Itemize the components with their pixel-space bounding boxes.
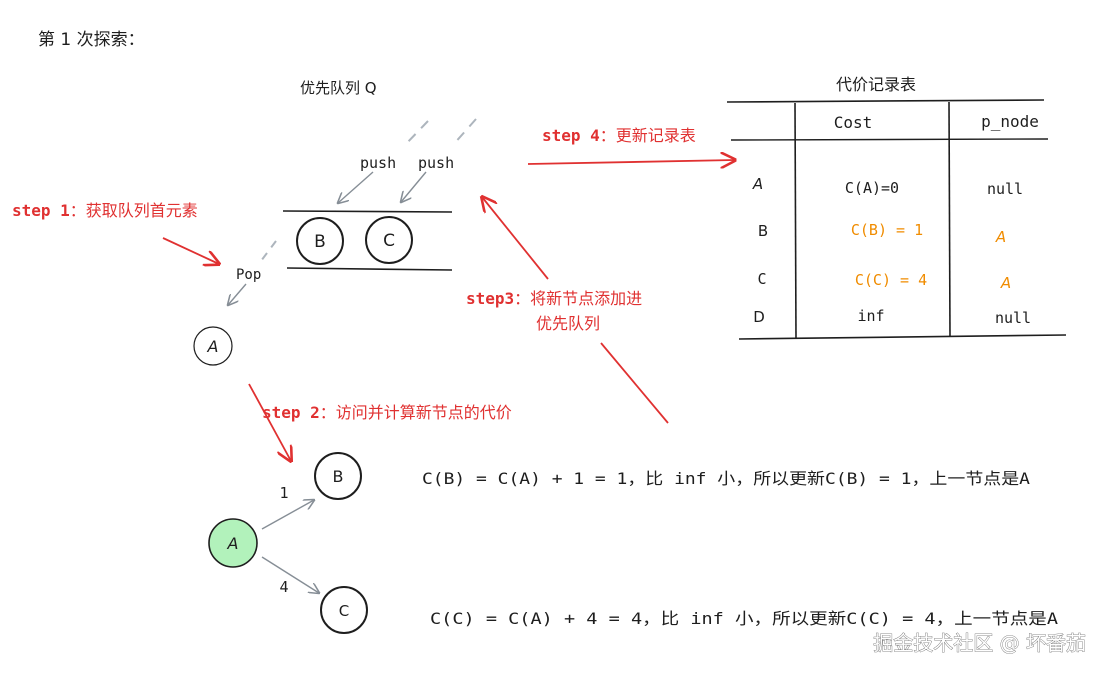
edge-a-c xyxy=(261,556,319,593)
queue-node-b-label: B xyxy=(314,232,326,252)
step2-arrow xyxy=(248,383,291,461)
edge-a-c-weight: 4 xyxy=(279,578,288,596)
queue-top-rail xyxy=(282,210,453,213)
popped-node-a xyxy=(193,326,233,366)
queue-node-b xyxy=(296,217,344,265)
table-row-c-node: C xyxy=(757,270,766,288)
table-bottom-rule xyxy=(738,334,1067,340)
table-row-d-node: D xyxy=(753,308,765,326)
equation-c: C(C) = C(A) + 4 = 4，比 inf 小，所以更新C(C) = 4… xyxy=(430,609,1058,628)
graph-node-c xyxy=(320,586,368,634)
table-row-c-pnode: A xyxy=(1000,274,1011,292)
table-row-b-node: B xyxy=(758,222,768,240)
step3-tag: step3 xyxy=(466,289,514,308)
graph-node-b-label: B xyxy=(333,467,344,486)
equation-b: C(B) = C(A) + 1 = 1，比 inf 小，所以更新C(B) = 1… xyxy=(422,469,1030,488)
push-line-2-dashed xyxy=(452,118,477,146)
table-col-divider-1 xyxy=(794,102,797,340)
table-header-pnode: p_node xyxy=(981,112,1039,131)
table-row-b-pnode: A xyxy=(995,228,1006,246)
edge-a-b-weight: 1 xyxy=(279,484,288,502)
table-header-cost: Cost xyxy=(834,113,873,132)
table-row-b-cost: C(B) = 1 xyxy=(851,221,923,239)
step1-text: ：获取队列首元素 xyxy=(70,201,198,220)
push-label-1: push xyxy=(360,154,396,172)
popped-node-a-label: A xyxy=(207,337,219,356)
step1-tag: step 1 xyxy=(12,201,70,220)
step2-text: ：访问并计算新节点的代价 xyxy=(320,403,512,422)
push-arrow-1 xyxy=(338,171,374,203)
table-row-d-pnode: null xyxy=(995,309,1031,327)
step3-annotation-line1: step3：将新节点添加进 xyxy=(466,289,642,308)
table-title: 代价记录表 xyxy=(836,75,916,94)
pop-label: Pop xyxy=(236,267,261,283)
step4-arrow xyxy=(527,160,735,164)
queue-label: 优先队列 Q xyxy=(300,79,377,97)
table-row-d-cost: inf xyxy=(857,307,884,325)
graph-node-a xyxy=(208,518,258,568)
table-row-c-cost: C(C) = 4 xyxy=(855,271,927,289)
page-heading: 第 1 次探索： xyxy=(38,30,145,50)
step3-tail-line xyxy=(600,342,669,424)
table-col-divider-2 xyxy=(948,101,951,338)
graph-node-b xyxy=(314,452,362,500)
pop-arrow xyxy=(228,283,247,305)
table-header-rule xyxy=(730,138,1049,141)
edge-a-b xyxy=(261,500,314,530)
step1-annotation: step 1：获取队列首元素 xyxy=(12,201,198,220)
step2-tag: step 2 xyxy=(262,403,320,422)
table-row-a-cost: C(A)=0 xyxy=(845,179,899,197)
push-line-1-dashed xyxy=(404,120,429,146)
step2-annotation: step 2：访问并计算新节点的代价 xyxy=(262,403,512,422)
table-row-a-node: A xyxy=(752,175,763,193)
pop-line-dashed xyxy=(257,240,277,266)
step3-text: ：将新节点添加进 xyxy=(514,289,642,308)
step3-annotation-line2: 优先队列 xyxy=(536,314,600,333)
step4-tag: step 4 xyxy=(542,126,600,145)
graph-node-a-label: A xyxy=(227,534,239,553)
watermark: 掘金技术社区 @ 坏番茄 xyxy=(873,631,1086,655)
table-row-a-pnode: null xyxy=(987,180,1023,198)
table-top-rule xyxy=(726,99,1045,103)
step3-arrow xyxy=(482,197,549,280)
queue-bottom-rail xyxy=(286,267,453,271)
step4-text: ：更新记录表 xyxy=(600,126,696,145)
step1-arrow xyxy=(162,237,219,264)
graph-node-c-label: C xyxy=(339,602,349,620)
queue-node-c xyxy=(365,216,413,264)
push-arrow-2 xyxy=(401,171,427,202)
queue-node-c-label: C xyxy=(383,231,395,251)
push-label-2: push xyxy=(418,154,454,172)
step4-annotation: step 4：更新记录表 xyxy=(542,126,696,145)
